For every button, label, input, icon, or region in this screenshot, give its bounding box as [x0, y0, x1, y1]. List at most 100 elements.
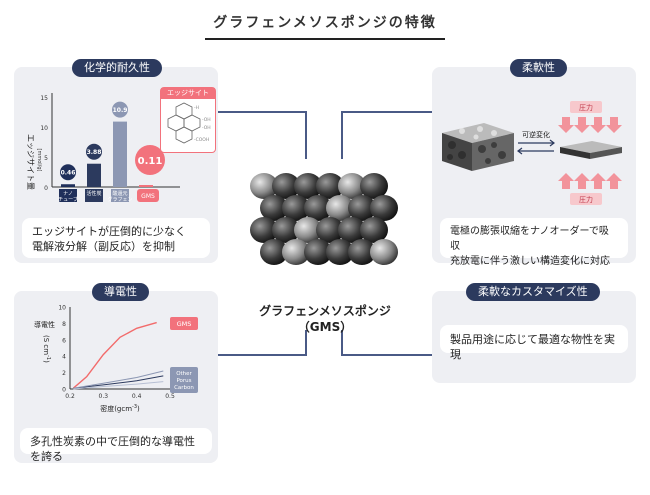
bar-category-tag: [85, 189, 103, 202]
pressure-tag-top: [570, 101, 602, 113]
sponge-sphere: [294, 217, 322, 243]
y-tick-label: 0: [62, 387, 66, 394]
y-axis-label: エッジサイト量: [26, 134, 35, 190]
bar-value-badge: [60, 164, 76, 181]
y-axis-label-line2: (S cm-1): [42, 335, 51, 363]
pressure-label-bottom: 圧力: [579, 195, 593, 204]
bar-category-label: 活性炭: [86, 190, 101, 197]
x-axis-label: 密度(gcm-3): [100, 404, 140, 413]
sponge-sphere: [370, 195, 398, 221]
svg-text:-H: -H: [194, 105, 199, 111]
flexibility-description: 電極の膨張収縮をナノオーダーで吸収 充放電に伴う激しい構造変化に対応: [440, 218, 628, 267]
label-flexibility: 柔軟性: [510, 59, 567, 77]
connector-bottom-left-v: [305, 330, 307, 356]
connector-bottom-left: [215, 354, 307, 356]
label-chemical-durability: 化学的耐久性: [72, 59, 162, 77]
bar-category-label-2: チューブ: [58, 196, 78, 203]
y-tick-label: 6: [62, 337, 66, 344]
bar-category-label: ナノ: [63, 191, 73, 197]
bar-value-label: 10.9: [113, 107, 128, 114]
y-tick-label: 10: [40, 125, 48, 132]
other-series-label-3: Carbon: [174, 385, 194, 391]
sponge-sphere: [348, 195, 376, 221]
bar-category-tag: [59, 189, 77, 202]
gms-series-label: GMS: [177, 320, 192, 328]
sponge-sphere: [338, 217, 366, 243]
y-tick-label: 2: [62, 370, 66, 377]
sponge-sphere: [250, 173, 278, 199]
sponge-sphere: [260, 239, 288, 265]
sponge-sphere: [304, 239, 332, 265]
center-label: グラフェンメソスポンジ （GMS）: [240, 303, 410, 335]
connector-bottom-right: [341, 354, 433, 356]
chemical-desc-line1: エッジサイトが圧倒的に少なく: [32, 225, 186, 238]
y-axis-unit: [mmol/g]: [36, 149, 42, 172]
chemical-description: エッジサイトが圧倒的に少なく 電解液分解（副反応）を抑制: [22, 218, 210, 258]
customization-description: 製品用途に応じて最適な物性を実現: [440, 325, 628, 361]
y-tick-label: 5: [44, 155, 48, 162]
sponge-sphere: [304, 195, 332, 221]
flexibility-illustration: 可逆変化 圧力 圧力: [442, 101, 622, 205]
series-line-gms: [72, 321, 157, 389]
y-tick-label: 10: [58, 305, 66, 312]
sponge-block-expanded: [442, 123, 514, 171]
reversible-arrows-icon: [517, 139, 555, 155]
bar: [113, 121, 127, 187]
series-line-other: [73, 375, 164, 389]
bar-value-badge: [135, 145, 165, 175]
svg-text:-OH: -OH: [202, 125, 211, 131]
bar-category-label-2: グラフェン: [107, 196, 132, 203]
connector-bottom-right-v: [341, 330, 343, 356]
pressure-label-top: 圧力: [579, 103, 593, 112]
pressure-arrows-up: [558, 173, 622, 189]
other-series-label-2: Porus: [176, 378, 191, 384]
bar-value-label: 0.46: [61, 170, 76, 177]
label-conductivity: 導電性: [92, 283, 149, 301]
flexibility-desc-line2: 充放電に伴う激しい構造変化に対応: [450, 256, 610, 267]
connector-top-left: [215, 111, 307, 113]
connector-top-right-v: [341, 111, 343, 159]
sponge-sphere: [326, 195, 354, 221]
gms-series-tag: [170, 317, 198, 330]
sponge-sphere: [272, 217, 300, 243]
sponge-block-compressed: [560, 141, 622, 159]
edge-site-bar-chart: 051015エッジサイト量[mmol/g]0.46ナノチューブ3.88活性炭10…: [26, 93, 180, 203]
conductivity-description: 多孔性炭素の中で圧倒的な導電性を誇る: [20, 428, 212, 463]
title-underline: [205, 38, 445, 40]
molecule-structure-icon: -H -OH -OH -COOH: [167, 102, 211, 144]
bar: [87, 163, 101, 187]
sponge-sphere: [348, 239, 376, 265]
sponge-sphere: [370, 239, 398, 265]
pressure-tag-bottom: [570, 193, 602, 205]
edge-site-box-title: エッジサイト: [161, 88, 215, 99]
sponge-sphere: [282, 195, 310, 221]
sponge-sphere: [282, 239, 310, 265]
bar-category-label: GMS: [141, 193, 155, 200]
center-label-line1: グラフェンメソスポンジ: [259, 304, 391, 318]
edge-site-structure-box: エッジサイト -H -OH -OH -COOH: [160, 87, 216, 153]
svg-text:-COOH: -COOH: [194, 137, 209, 143]
y-tick-label: 8: [62, 321, 66, 328]
sponge-sphere: [360, 173, 388, 199]
other-series-tag: [170, 367, 198, 393]
sponge-sphere: [360, 217, 388, 243]
sponge-sphere: [316, 173, 344, 199]
bar-category-tag: [111, 189, 129, 202]
sponge-sphere: [250, 217, 278, 243]
bar-value-badge: [86, 143, 102, 160]
center-label-line2: （GMS）: [297, 320, 353, 334]
bar: [61, 184, 75, 187]
x-tick-label: 0.4: [132, 393, 142, 400]
connector-top-left-v: [305, 111, 307, 159]
graphene-mesosponge-image: [250, 173, 398, 265]
sponge-sphere: [326, 239, 354, 265]
x-tick-label: 0.5: [165, 393, 175, 400]
series-line-other: [73, 381, 164, 390]
sponge-sphere: [294, 173, 322, 199]
bar: [139, 185, 153, 187]
x-tick-label: 0.3: [99, 393, 109, 400]
sponge-sphere: [316, 217, 344, 243]
y-tick-label: 4: [62, 354, 66, 361]
